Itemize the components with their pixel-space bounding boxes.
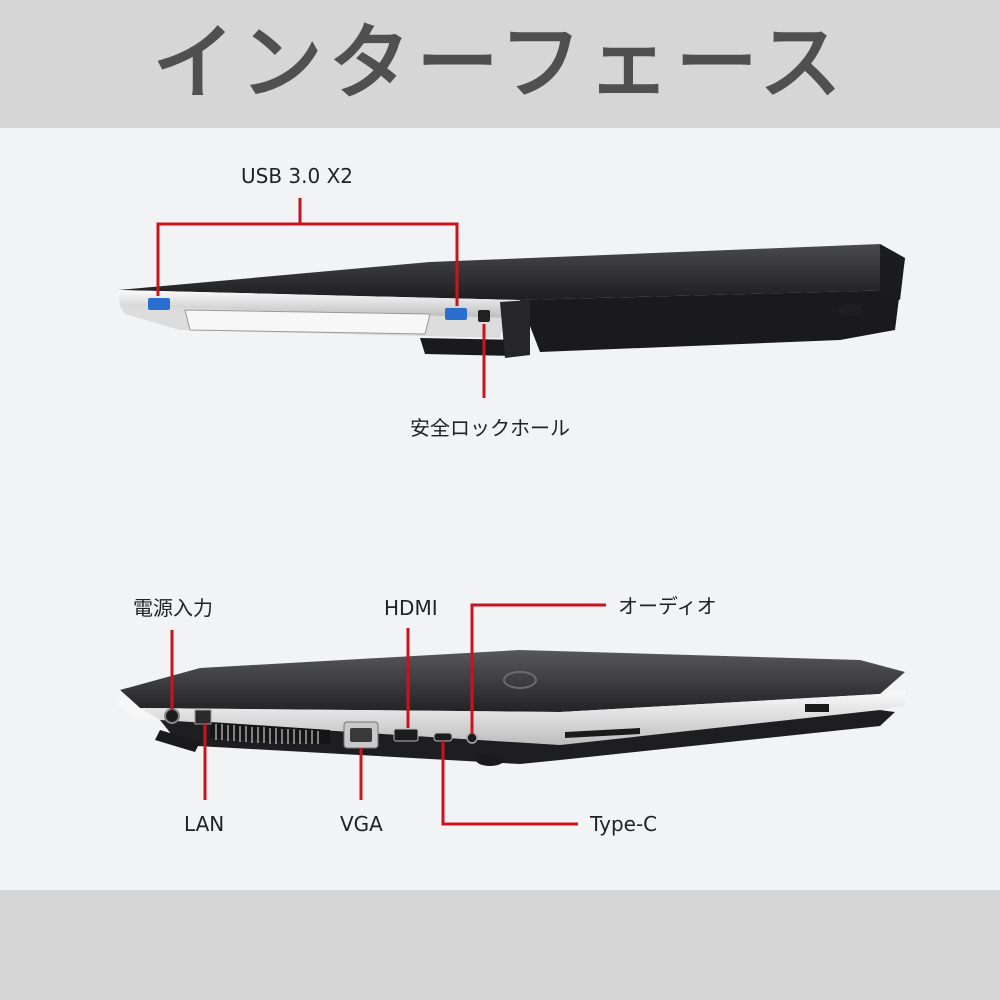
callout-lock-hole: 安全ロックホール (410, 416, 570, 440)
callout-hdmi: HDMI (384, 596, 438, 620)
callout-usb: USB 3.0 X2 (241, 164, 354, 188)
callout-lines-top (156, 198, 486, 398)
hdmi-port (393, 728, 419, 742)
laptop-right-side (118, 650, 905, 766)
usb-port-2 (445, 308, 467, 320)
header-bar: インターフェース (0, 0, 1000, 128)
callout-power-input: 電源入力 (133, 596, 213, 620)
usb-port-1 (148, 298, 170, 310)
page-title: インターフェース (152, 16, 848, 111)
callout-lines-bottom (170, 603, 606, 826)
callout-audio: オーディオ (618, 594, 717, 618)
vga-connector (350, 728, 372, 742)
power-port (164, 708, 180, 724)
audio-port (466, 732, 478, 744)
typec-port (433, 732, 453, 742)
footer-bar (0, 890, 1000, 1000)
lan-port (194, 709, 212, 725)
lock-slot (478, 310, 490, 322)
callout-type-c: Type-C (590, 812, 658, 836)
callout-vga: VGA (340, 812, 383, 836)
laptop-left-side (118, 244, 905, 358)
callout-lan: LAN (184, 812, 225, 836)
